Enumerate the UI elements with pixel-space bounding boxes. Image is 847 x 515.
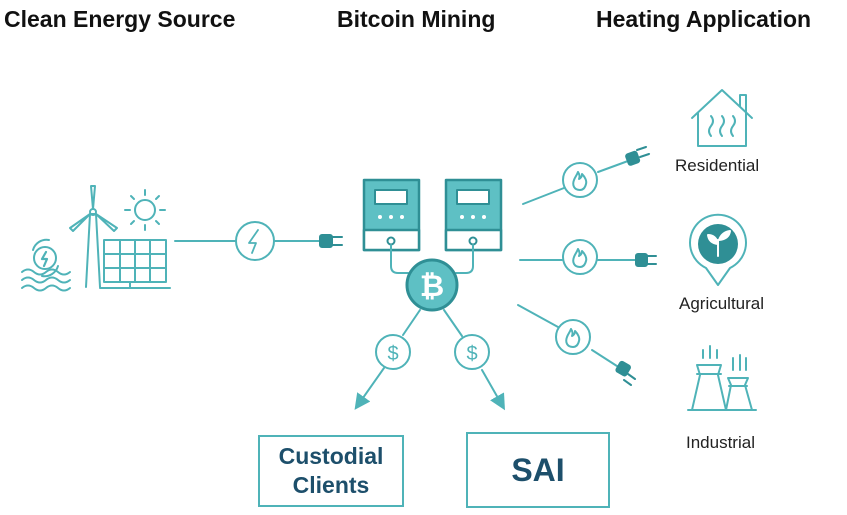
custodial-clients-line2: Clients <box>292 472 370 498</box>
plant-pin-icon <box>689 213 747 286</box>
custodial-clients-line1: Custodial <box>278 443 384 469</box>
bitcoin-icon: ₿ <box>405 258 459 312</box>
hydro-turbine-icon <box>21 238 71 292</box>
custodial-clients-box: Custodial Clients <box>258 435 404 507</box>
miner-icon <box>444 178 503 252</box>
label-residential: Residential <box>675 156 760 175</box>
header-bitcoin-mining: Bitcoin Mining <box>337 6 496 32</box>
plug-icon <box>319 234 343 248</box>
header-heating-application: Heating Application <box>596 6 812 32</box>
sai-box: SAI <box>466 432 610 508</box>
sai-label: SAI <box>511 451 565 488</box>
flame-icon <box>562 162 598 198</box>
flame-icon <box>555 319 591 355</box>
plug-icon <box>615 360 636 386</box>
label-agricultural: Agricultural <box>679 294 765 313</box>
lightning-icon <box>235 221 275 261</box>
dollar-icon: $ <box>375 334 411 370</box>
svg-text:₿: ₿ <box>420 270 444 303</box>
svg-text:$: $ <box>387 343 398 365</box>
svg-text:$: $ <box>466 343 477 365</box>
dollar-icon: $ <box>454 334 490 370</box>
factory-icon <box>687 345 757 411</box>
house-icon <box>691 89 753 147</box>
plug-icon <box>635 253 657 267</box>
wind-turbine-icon <box>69 185 118 288</box>
header-clean-energy: Clean Energy Source <box>4 6 236 32</box>
miner-icon <box>362 178 421 252</box>
plug-icon <box>625 146 650 166</box>
flame-icon <box>562 239 598 275</box>
sun-icon <box>124 189 166 231</box>
solar-panel-icon <box>99 239 171 289</box>
label-industrial: Industrial <box>686 433 755 452</box>
